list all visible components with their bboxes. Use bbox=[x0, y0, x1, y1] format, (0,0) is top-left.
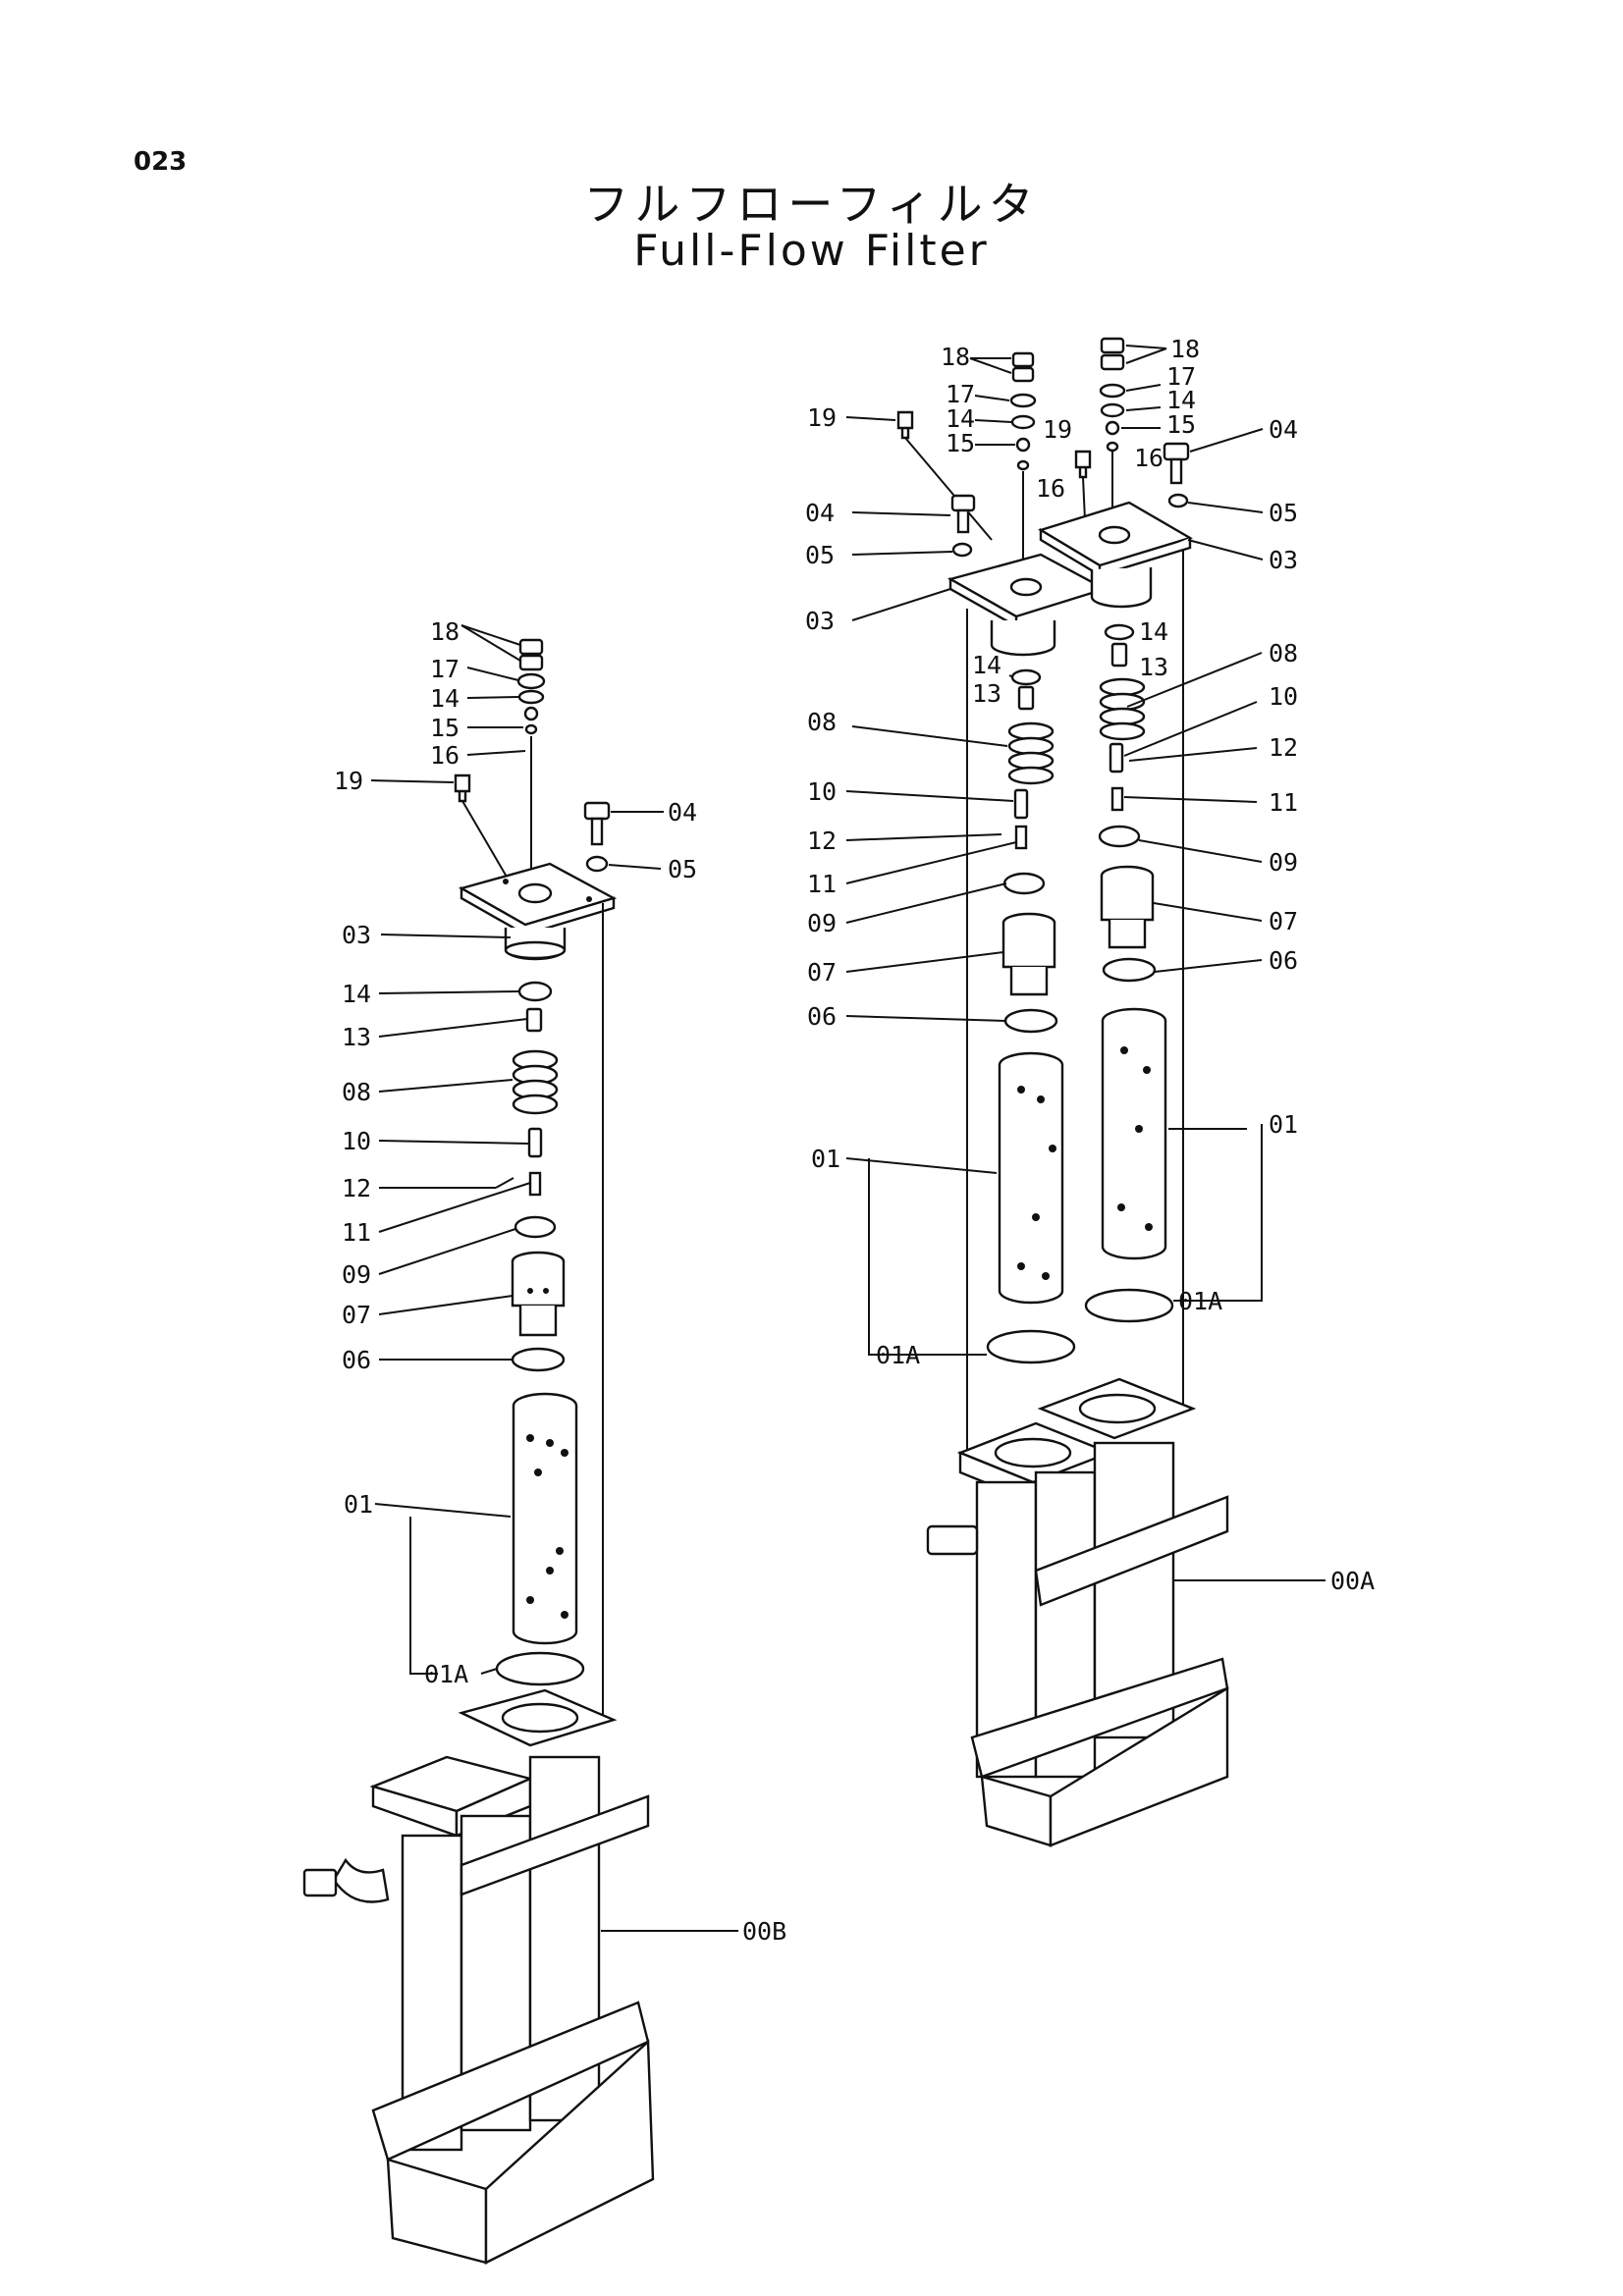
housing-00A bbox=[926, 1377, 1229, 1847]
cover-plate-03 bbox=[458, 862, 618, 961]
label-05: 05 bbox=[668, 855, 697, 883]
label-07-b: 07 bbox=[1269, 907, 1298, 935]
fitting-19 bbox=[454, 774, 471, 803]
label-13-b: 13 bbox=[1139, 653, 1168, 681]
label-15-b: 15 bbox=[1166, 410, 1196, 439]
label-08: 08 bbox=[342, 1078, 371, 1106]
plug-stack bbox=[516, 638, 546, 883]
label-10-b: 10 bbox=[1269, 682, 1298, 711]
label-19: 19 bbox=[334, 767, 363, 795]
label-18-b: 18 bbox=[1170, 335, 1200, 363]
label-01A-b: 01A bbox=[1178, 1287, 1222, 1315]
label-18-a: 18 bbox=[941, 343, 970, 371]
label-06-b: 06 bbox=[1269, 946, 1298, 975]
right-filter-assembly: 18 17 14 15 19 04 05 03 16 14 13 08 10 1… bbox=[805, 335, 1375, 1847]
label-01A: 01A bbox=[424, 1660, 468, 1688]
label-14b-a: 14 bbox=[972, 651, 1001, 679]
valve-body-07 bbox=[511, 1251, 566, 1337]
label-03-a: 03 bbox=[805, 607, 835, 635]
label-12-a: 12 bbox=[807, 827, 837, 855]
label-19-b: 19 bbox=[1043, 415, 1072, 444]
label-07: 07 bbox=[342, 1301, 371, 1329]
label-14-b: 14 bbox=[1166, 386, 1196, 414]
label-05-b: 05 bbox=[1269, 499, 1298, 527]
left-leaders bbox=[370, 624, 738, 1932]
label-11: 11 bbox=[342, 1218, 371, 1247]
right-leaders bbox=[845, 345, 1325, 1581]
label-13: 13 bbox=[342, 1023, 371, 1051]
label-17-a: 17 bbox=[946, 380, 975, 408]
o-ring-01A bbox=[495, 1651, 585, 1686]
label-08-b: 08 bbox=[1269, 639, 1298, 667]
left-filter-assembly: 18 17 14 15 16 19 04 05 03 14 13 08 10 1… bbox=[302, 617, 786, 2265]
label-14: 14 bbox=[430, 684, 460, 713]
housing-00B bbox=[302, 1688, 655, 2265]
label-15-a: 15 bbox=[946, 429, 975, 457]
label-19-a: 19 bbox=[807, 403, 837, 432]
label-17-b: 17 bbox=[1166, 362, 1196, 391]
bolt-04 bbox=[583, 801, 611, 846]
label-12: 12 bbox=[342, 1174, 371, 1202]
page-number: 023 bbox=[134, 147, 188, 177]
label-14b: 14 bbox=[342, 980, 371, 1008]
label-00B: 00B bbox=[742, 1917, 786, 1946]
washer-05 bbox=[585, 855, 609, 873]
label-11-a: 11 bbox=[807, 870, 837, 898]
label-18: 18 bbox=[430, 617, 460, 646]
label-05-a: 05 bbox=[805, 541, 835, 569]
label-00A: 00A bbox=[1330, 1567, 1375, 1595]
label-14b-b: 14 bbox=[1139, 617, 1168, 646]
label-09-a: 09 bbox=[807, 909, 837, 937]
label-16: 16 bbox=[430, 741, 460, 770]
label-06-a: 06 bbox=[807, 1002, 837, 1031]
label-17: 17 bbox=[430, 655, 460, 683]
label-10-a: 10 bbox=[807, 777, 837, 806]
label-04-a: 04 bbox=[805, 499, 835, 527]
label-03-b: 03 bbox=[1269, 546, 1298, 574]
label-01-a: 01 bbox=[811, 1145, 840, 1173]
label-06: 06 bbox=[342, 1346, 371, 1374]
label-15: 15 bbox=[430, 714, 460, 742]
label-13-a: 13 bbox=[972, 679, 1001, 708]
label-14-a: 14 bbox=[946, 404, 975, 433]
label-16-b: 16 bbox=[1134, 444, 1163, 472]
label-09-b: 09 bbox=[1269, 848, 1298, 877]
label-03: 03 bbox=[342, 921, 371, 949]
filter-element-01 bbox=[512, 1392, 578, 1645]
label-04-b: 04 bbox=[1269, 415, 1298, 444]
label-16-a: 16 bbox=[1036, 474, 1065, 503]
label-07-a: 07 bbox=[807, 958, 837, 987]
label-01A-a: 01A bbox=[876, 1341, 920, 1369]
label-10: 10 bbox=[342, 1127, 371, 1155]
label-09: 09 bbox=[342, 1260, 371, 1289]
label-04: 04 bbox=[668, 798, 697, 827]
label-01: 01 bbox=[344, 1490, 373, 1519]
label-01-b: 01 bbox=[1269, 1110, 1298, 1139]
label-08-a: 08 bbox=[807, 708, 837, 736]
title-english: Full-Flow Filter bbox=[633, 226, 990, 276]
label-11-b: 11 bbox=[1269, 788, 1298, 817]
spring-08 bbox=[512, 1049, 559, 1115]
label-12-b: 12 bbox=[1269, 733, 1298, 762]
title-japanese: フルフローフィルタ bbox=[583, 178, 1040, 231]
